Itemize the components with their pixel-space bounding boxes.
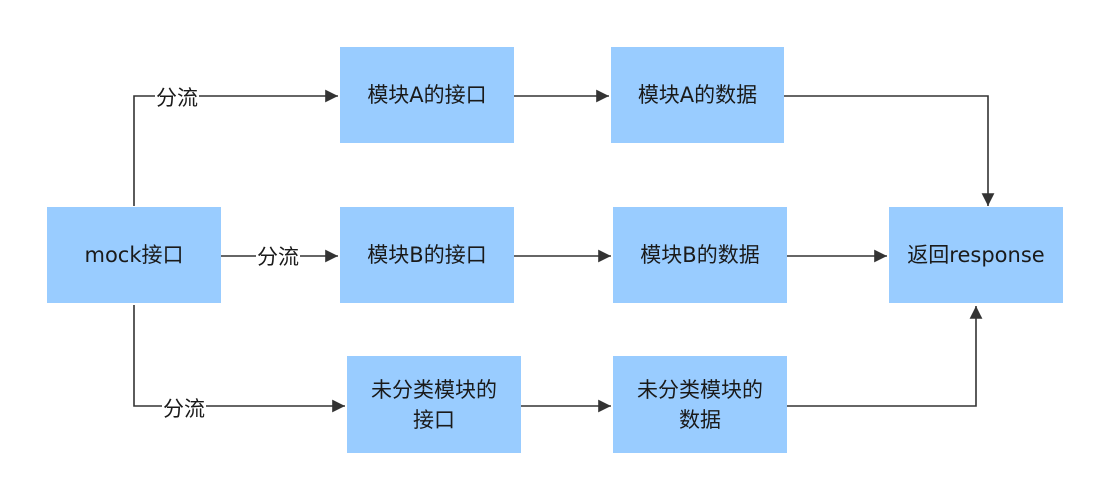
node-return-response-label: 返回response [907,243,1045,267]
edge-label-to-b: 分流 [256,245,300,269]
edge-mock-to-u-api [133,305,345,413]
node-module-a-data-label: 模块A的数据 [637,83,758,107]
node-unclassified-api: 未分类模块的 接口 [347,356,521,453]
node-return-response: 返回response [889,207,1063,303]
node-module-b-data: 模块B的数据 [613,207,787,303]
node-module-a-data: 模块A的数据 [611,47,784,143]
node-unclassified-data: 未分类模块的 数据 [613,356,787,453]
edge-mock-to-a-api [133,89,338,206]
node-unclassified-api-label-line2: 接口 [413,407,455,432]
node-unclassified-data-label-line1: 未分类模块的 [637,377,763,402]
edge-u-data-to-response [787,306,983,407]
edge-label-to-u: 分流 [162,397,206,421]
node-module-b-api-label: 模块B的接口 [367,243,487,267]
node-unclassified-api-label-line1: 未分类模块的 [371,377,497,402]
node-module-b-api: 模块B的接口 [340,207,514,303]
node-module-a-api: 模块A的接口 [340,47,514,143]
node-mock-api-label: mock接口 [84,243,184,267]
node-mock-api: mock接口 [47,207,221,303]
node-module-a-api-label: 模块A的接口 [367,83,487,107]
edge-label-to-a: 分流 [155,86,199,110]
node-module-b-data-label: 模块B的数据 [640,243,760,267]
node-unclassified-data-label-line2: 数据 [679,407,721,432]
edge-a-data-to-response [784,95,995,206]
